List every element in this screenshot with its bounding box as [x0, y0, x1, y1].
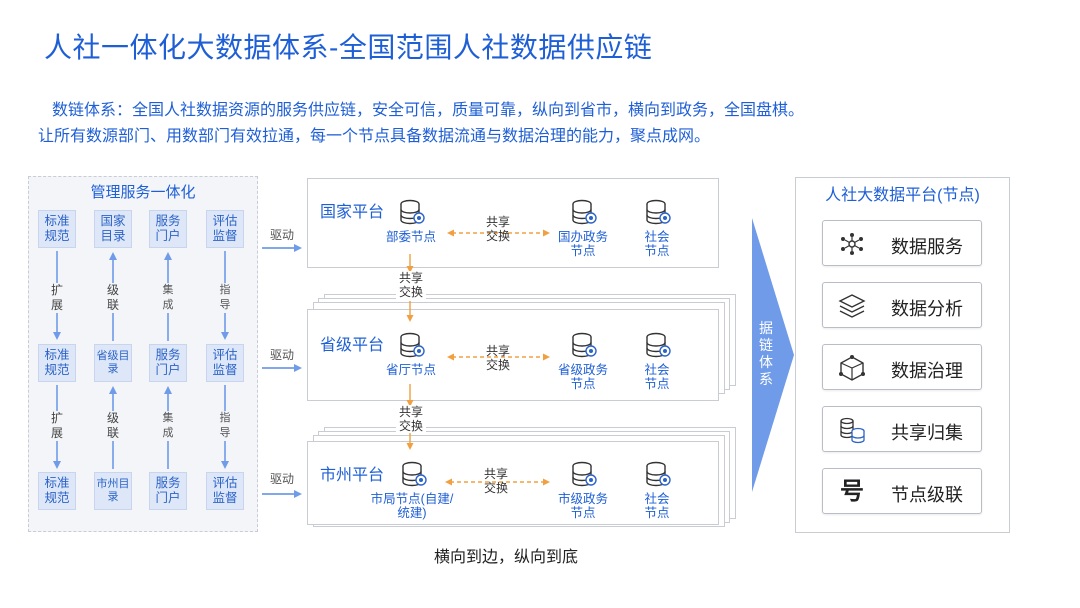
data-governance-label: 数据治理: [891, 361, 963, 381]
link-label-cascade: 级联: [103, 283, 123, 313]
platform-label-city: 市州平台: [320, 467, 385, 484]
platform-panel-title: 人社大数据平台(节点): [825, 187, 980, 204]
database-icon: [646, 199, 671, 225]
database-icon: [646, 332, 671, 358]
description-line-2: 让所有数源部门、用数部门有效拉通，每一个节点具备数据流通与数据治理的能力，聚点成…: [38, 128, 711, 145]
tile-catalog-city: 市州目录: [94, 472, 132, 510]
link-label-extend: 扩展: [47, 283, 67, 313]
link-label-extend: 扩展: [47, 411, 67, 441]
link-label-guide: 指导: [215, 411, 235, 441]
tile-portal-national: 服务门户: [149, 210, 187, 248]
database-icon: [572, 332, 597, 358]
link-label-guide: 指导: [215, 283, 235, 313]
drive-label-province: 驱动: [270, 348, 295, 362]
drive-label-city: 驱动: [270, 472, 295, 486]
exchange-label: 共享交换: [485, 344, 510, 372]
data-analysis-item: 数据分析: [822, 282, 982, 328]
share-collect-item: 共享归集: [822, 406, 982, 452]
exchange-label: 共享交换: [483, 467, 508, 495]
database-icon: [572, 199, 597, 225]
tile-standard-province: 标准规范: [38, 344, 76, 382]
management-title: 管理服务一体化: [90, 184, 196, 201]
data-service-label: 数据服务: [891, 237, 963, 257]
node-city-bureau: 市局节点(自建/统建): [370, 492, 454, 520]
tile-portal-city: 服务门户: [149, 472, 187, 510]
share-exchange-label: 共享交换: [396, 271, 426, 299]
node-province-dept: 省厅节点: [385, 363, 436, 377]
node-social: 社会节点: [644, 492, 670, 520]
node-state-gov: 国办政务节点: [557, 230, 608, 258]
node-cascade-item: 号 节点级联: [822, 468, 982, 514]
cube-icon: [839, 355, 865, 381]
drive-label-national: 驱动: [270, 228, 295, 242]
node-cascade-label: 节点级联: [891, 485, 963, 505]
database-icon: [646, 461, 671, 487]
node-province-gov: 省级政务节点: [557, 363, 608, 391]
tile-portal-province: 服务门户: [149, 344, 187, 382]
page-title: 人社一体化大数据体系-全国范围人社数据供应链: [44, 32, 653, 63]
tile-supervision-city: 评估监督: [206, 472, 244, 510]
link-label-integrate: 集成: [158, 283, 178, 313]
layers-icon: [838, 294, 866, 318]
database-icon: [572, 461, 597, 487]
node-ministry: 部委节点: [385, 230, 436, 244]
description-line-1: 数链体系：全国人社数据资源的服务供应链，安全可信，质量可靠，纵向到省市，横向到政…: [52, 102, 805, 119]
tile-supervision-national: 评估监督: [206, 210, 244, 248]
footer-caption: 横向到边，纵向到底: [434, 549, 579, 566]
data-service-item: 数据服务: [822, 220, 982, 266]
node-city-gov: 市级政务节点: [557, 492, 608, 520]
platform-label-province: 省级平台: [320, 337, 385, 354]
tile-catalog-national: 国家目录: [94, 210, 132, 248]
database-icon: [400, 199, 425, 225]
link-label-integrate: 集成: [158, 411, 178, 441]
database-icon: [402, 461, 427, 487]
data-analysis-label: 数据分析: [891, 299, 963, 319]
node-social: 社会节点: [644, 363, 670, 391]
database-icon: [840, 417, 865, 444]
platform-label-national: 国家平台: [320, 204, 385, 221]
tile-catalog-province: 省级目录: [94, 344, 132, 382]
share-exchange-label: 共享交换: [396, 405, 426, 433]
tile-standard-city: 标准规范: [38, 472, 76, 510]
hao-glyph-icon: 号: [840, 478, 864, 505]
tile-supervision-province: 评估监督: [206, 344, 244, 382]
network-icon: [841, 233, 863, 255]
chain-arrow: [752, 218, 794, 492]
data-governance-item: 数据治理: [822, 344, 982, 390]
share-collect-label: 共享归集: [891, 423, 963, 443]
link-label-cascade: 级联: [103, 411, 123, 441]
database-icon: [400, 332, 425, 358]
tile-standard-national: 标准规范: [38, 210, 76, 248]
chain-label: 据链体系: [759, 320, 773, 387]
exchange-label: 共享交换: [485, 215, 510, 243]
node-social: 社会节点: [644, 230, 670, 258]
